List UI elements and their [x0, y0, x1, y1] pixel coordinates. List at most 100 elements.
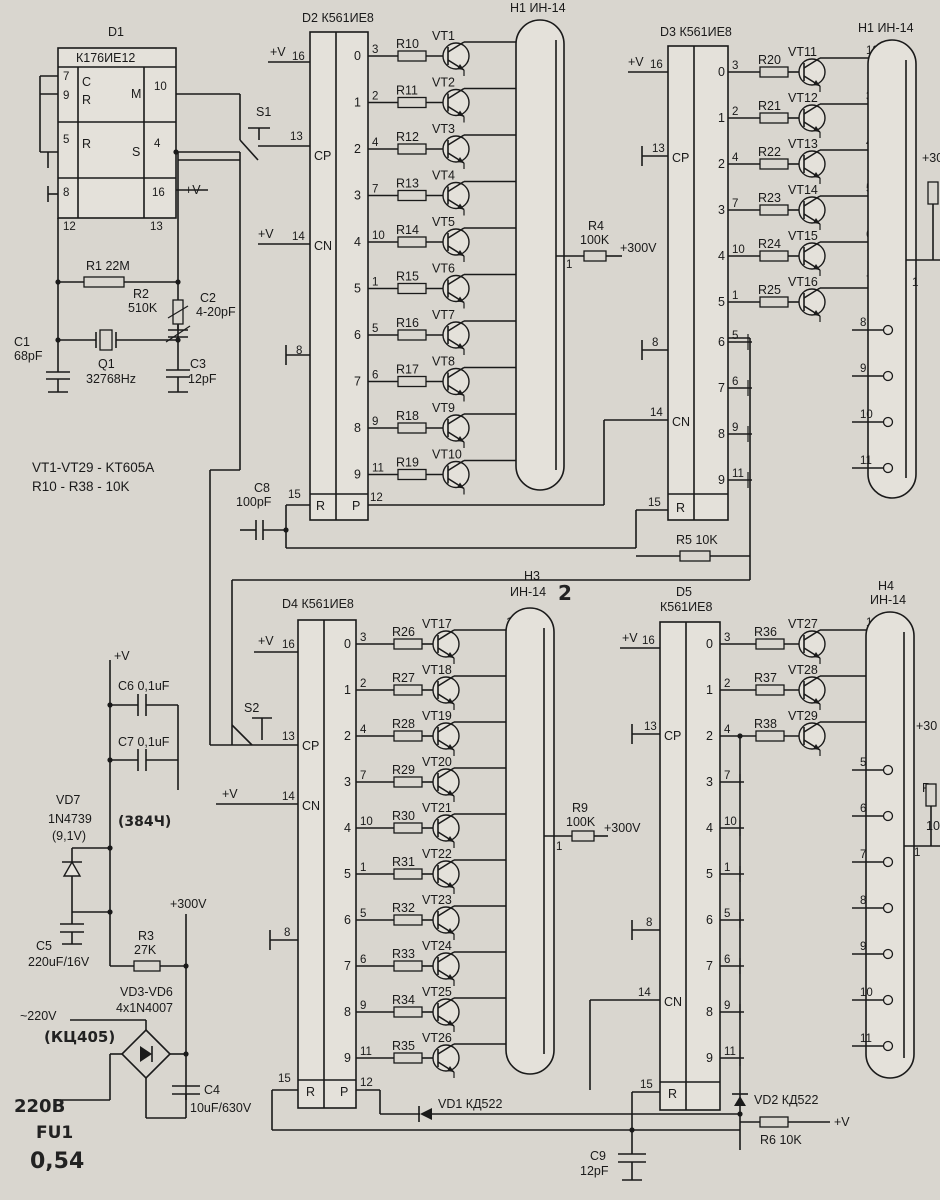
tube-pin-number: 9: [860, 363, 866, 375]
d4-cn: CN: [302, 799, 320, 813]
tube-pin: [882, 324, 894, 336]
resistor-label: R14: [396, 223, 419, 237]
base-resistor: [759, 204, 789, 216]
c4-value: 10uF/630V: [190, 1101, 252, 1115]
s1-label: S1: [256, 105, 271, 119]
svg-text:14: 14: [638, 987, 651, 999]
transistor-label: VT25: [422, 985, 452, 999]
tube-h1: Н1 ИН-14: [510, 1, 566, 491]
output-pin-number: 5: [724, 908, 730, 920]
resistor-label: R12: [396, 130, 419, 144]
resistor-label: R34: [392, 993, 415, 1007]
output-number: 0: [706, 637, 713, 651]
svg-text:13: 13: [644, 721, 657, 733]
base-resistor: [393, 868, 423, 880]
d3-cp: CP: [672, 151, 689, 165]
transistor-label: VT8: [432, 355, 455, 369]
svg-text:+V: +V: [258, 227, 274, 241]
transistor-vt22: [432, 859, 460, 889]
transistor-label: VT11: [788, 45, 817, 59]
r9-value: 100K: [566, 815, 596, 829]
tube-h2-body: [867, 39, 917, 499]
tube-pin-number: 11: [860, 455, 872, 467]
resistor-label: R13: [396, 177, 419, 191]
transistor-label: VT23: [422, 893, 452, 907]
r6-vplus: +V: [834, 1115, 850, 1129]
transistor-label: VT28: [788, 663, 818, 677]
output-number: 6: [706, 913, 713, 927]
c3-label: C3: [190, 357, 206, 371]
r5-resistor: [679, 550, 711, 562]
base-resistor: [393, 1052, 423, 1064]
q1-value: 32768Hz: [86, 372, 136, 386]
transistor-vt5: [442, 227, 470, 257]
output-pin-number: 11: [372, 463, 384, 475]
d1-name: К176ИЕ12: [76, 51, 135, 65]
resistor-label: R15: [396, 270, 419, 284]
output-pin-number: 4: [732, 152, 739, 164]
transistor-vt6: [442, 273, 470, 304]
output-pin-number: 7: [360, 770, 366, 782]
resistor-label: R29: [392, 763, 415, 777]
c5-value: 220uF/16V: [28, 955, 90, 969]
r9-anode: R9 100K +300V 1: [544, 801, 641, 853]
svg-text:16: 16: [650, 59, 663, 71]
d2-cp: CP: [314, 149, 331, 163]
transistor-label: VT18: [422, 663, 452, 677]
resistor-label: R31: [392, 855, 415, 869]
transistor-label: VT12: [788, 91, 818, 105]
d1-chip: D1 К176ИЕ12 C R R M S 7 9 5 10 4 8 16 12…: [39, 25, 241, 233]
output-pin-number: 2: [724, 678, 730, 690]
c6-label: C6 0,1uF: [118, 679, 170, 693]
d3-cn: CN: [672, 415, 690, 429]
transistor-vt25: [432, 997, 460, 1027]
resistor-label: R24: [758, 237, 781, 251]
tube-h4-cut1: +30: [916, 719, 937, 733]
transistor-label: VT16: [788, 275, 818, 289]
svg-text:14: 14: [292, 231, 305, 243]
transistor-label: VT17: [422, 617, 452, 631]
svg-text:1: 1: [556, 841, 562, 853]
tube-h4-label: Н4: [878, 579, 894, 593]
resistor-label: R37: [754, 671, 777, 685]
r5-label: R5 10K: [676, 533, 718, 547]
output-pin-number: 11: [360, 1046, 372, 1058]
d4-p: P: [340, 1085, 348, 1099]
base-resistor: [397, 96, 427, 109]
tube-h1-label: Н1 ИН-14: [510, 1, 566, 15]
svg-text:8: 8: [296, 345, 302, 357]
output-number: 4: [706, 821, 713, 835]
output-pin-number: 3: [360, 632, 366, 644]
s1-switch: S1 13: [178, 105, 310, 746]
d4-body: [297, 619, 357, 1109]
vd1-label: VD1 КД522: [438, 1097, 502, 1111]
output-number: 7: [718, 381, 725, 395]
d2-body: [309, 31, 369, 521]
resistor-label: R38: [754, 717, 777, 731]
tube-pin-number: 5: [860, 757, 866, 769]
tube-h4-type: ИН-14: [870, 593, 906, 607]
c3-value: 12pF: [188, 372, 217, 386]
c5-label: C5: [36, 939, 52, 953]
tube-pin-number: 10: [860, 987, 873, 999]
resistor-label: R36: [754, 625, 777, 639]
vd7-label: VD7: [56, 793, 80, 807]
output-number: 6: [354, 328, 361, 342]
output-number: 4: [718, 249, 725, 263]
base-resistor: [393, 776, 423, 788]
output-number: 7: [344, 959, 351, 973]
transistor-label: VT7: [432, 308, 455, 322]
base-resistor: [393, 960, 423, 972]
resistor-label: R18: [396, 409, 419, 423]
d4-cp: CP: [302, 739, 319, 753]
output-pin-number: 9: [724, 1000, 730, 1012]
tube-pin: [882, 462, 894, 474]
transistor-label: VT26: [422, 1031, 452, 1045]
transistor-vt15: [798, 241, 826, 271]
output-pin-number: 6: [360, 954, 366, 966]
base-resistor: [397, 143, 427, 155]
output-number: 2: [718, 157, 725, 171]
